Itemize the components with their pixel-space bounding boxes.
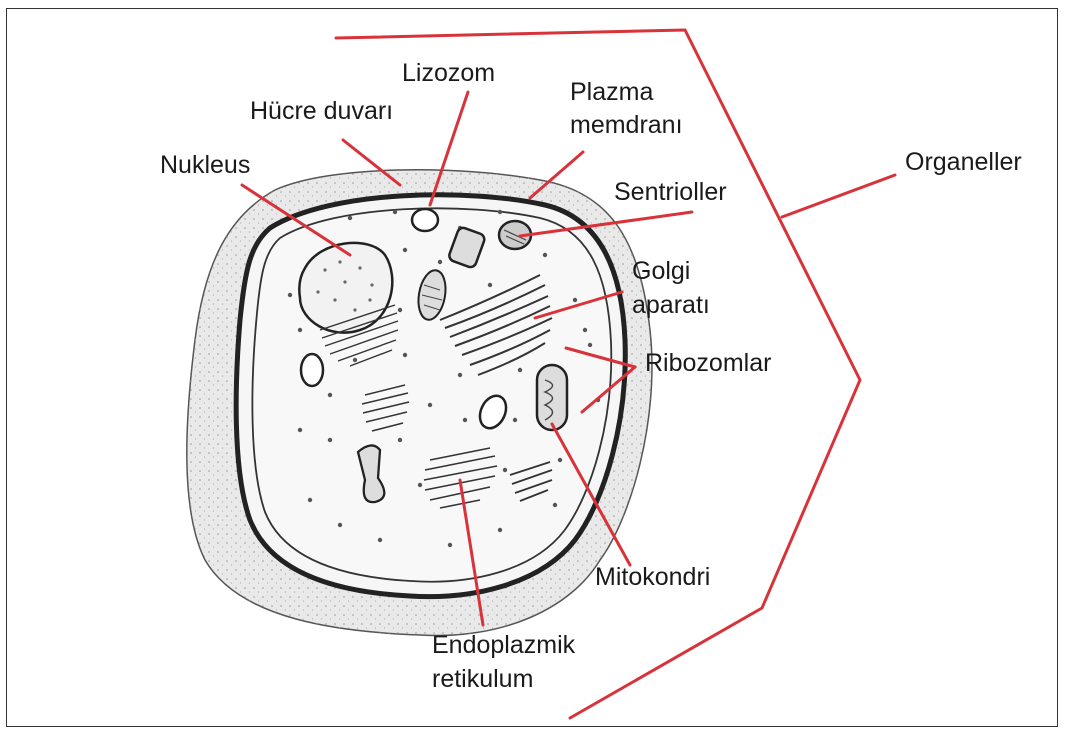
label-sentrioller: Sentrioller <box>614 177 727 207</box>
label-endo-line2: retikulum <box>432 664 533 694</box>
lysosome <box>412 209 438 231</box>
label-nukleus: Nukleus <box>160 150 250 180</box>
label-lizozom: Lizozom <box>402 58 495 88</box>
label-plazma-line1: Plazma <box>570 77 653 107</box>
label-organeller: Organeller <box>905 147 1022 177</box>
label-hucre-duvari: Hücre duvarı <box>250 96 393 126</box>
label-endo-line1: Endoplazmik <box>432 630 575 660</box>
mitochondrion <box>537 365 567 430</box>
label-mitokondri: Mitokondri <box>595 562 710 592</box>
label-golgi-line1: Golgi <box>632 256 690 286</box>
label-ribozomlar: Ribozomlar <box>645 348 771 378</box>
label-golgi-line2: aparatı <box>632 290 710 320</box>
label-plazma-line2: memdranı <box>570 110 683 140</box>
